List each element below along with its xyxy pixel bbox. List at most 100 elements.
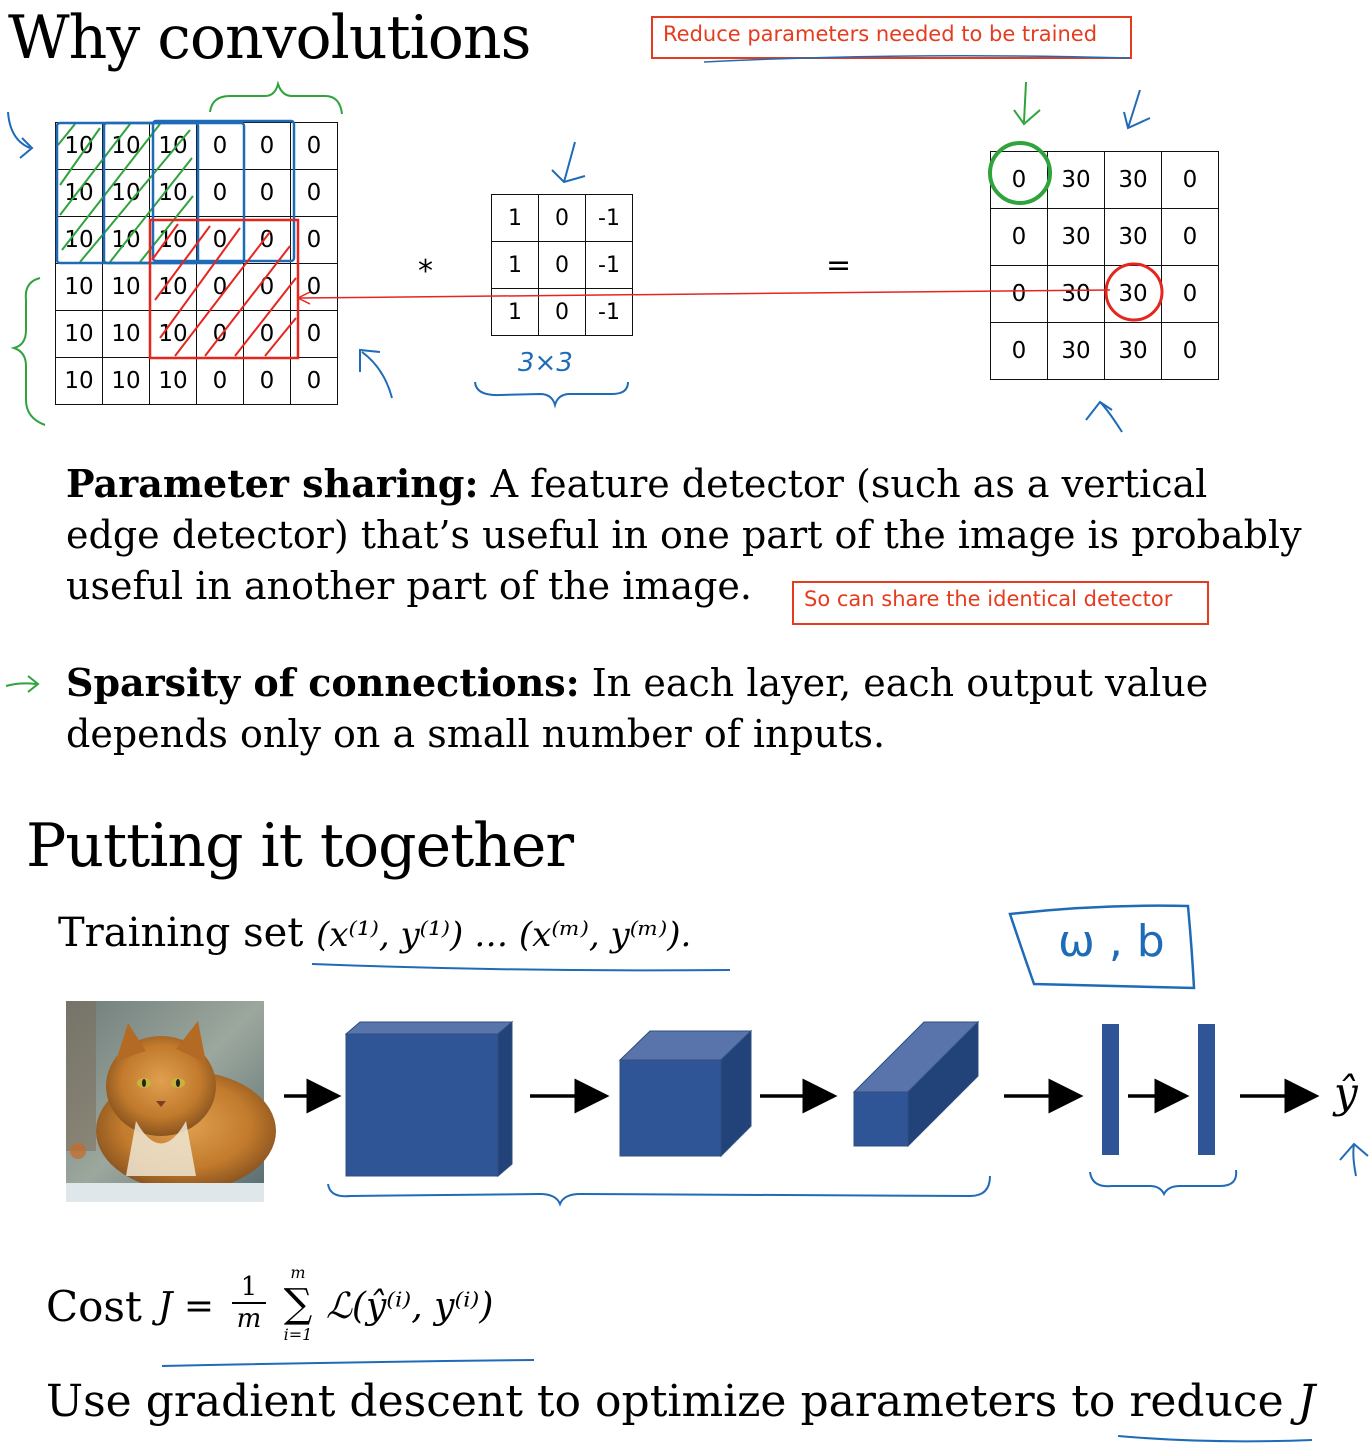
matrix-cell: 10 xyxy=(149,216,197,264)
matrix-cell: 0 xyxy=(196,169,244,217)
conv-volume-1 xyxy=(344,1020,514,1178)
matrix-cell: 0 xyxy=(243,169,291,217)
matrix-cell: 10 xyxy=(55,357,103,405)
annotation-reduce-parameters: Reduce parameters needed to be trained xyxy=(651,16,1132,59)
arrow-icon xyxy=(296,291,311,305)
conv-volume-3 xyxy=(852,1020,980,1148)
matrix-cell: 30 xyxy=(1104,322,1162,380)
arrow-icon xyxy=(1339,1142,1369,1177)
conv-volume-2 xyxy=(618,1029,753,1158)
blue-box-2 xyxy=(102,121,246,265)
sparsity-title: Sparsity of connections: xyxy=(66,660,580,705)
red-box xyxy=(148,218,300,360)
cat-image xyxy=(66,1001,276,1202)
underline-mark xyxy=(1117,1435,1313,1443)
arrow-icon xyxy=(5,675,40,693)
section-title-putting-together: Putting it together xyxy=(26,811,574,881)
matrix-cell: 0 xyxy=(196,310,244,358)
matrix-cell: 0 xyxy=(990,265,1048,323)
cost-lhs: J = xyxy=(158,1286,215,1327)
matrix-cell: 0 xyxy=(1161,208,1219,266)
matrix-cell: 10 xyxy=(149,357,197,405)
param-sharing-text: A feature detector (such as a vertical xyxy=(478,462,1208,506)
matrix-cell: 10 xyxy=(102,357,150,405)
arrow-icon xyxy=(551,141,586,184)
arrow-icon xyxy=(359,348,393,399)
param-sharing-line-1: Parameter sharing: A feature detector (s… xyxy=(66,458,1356,510)
matrix-cell: 0 xyxy=(290,122,338,170)
cost-rhs: ℒ(ŷ⁽ⁱ⁾, y⁽ⁱ⁾) xyxy=(326,1286,494,1327)
arrow-icon xyxy=(1123,89,1151,130)
arrow-icon xyxy=(1013,81,1041,126)
param-sharing-line-2: edge detector) that’s useful in one part… xyxy=(66,513,1302,557)
gradient-descent-var: J xyxy=(1297,1376,1316,1427)
cost-label: Cost xyxy=(46,1282,142,1331)
sum-upper: m xyxy=(290,1263,306,1282)
brace-icon xyxy=(327,1175,991,1207)
red-circle xyxy=(1104,262,1164,322)
training-set-line: Training set (x⁽¹⁾, y⁽¹⁾) … (x⁽ᵐ⁾, y⁽ᵐ⁾)… xyxy=(58,910,691,956)
filter-size-annotation: 3×3 xyxy=(518,348,573,378)
matrix-cell: 30 xyxy=(1047,265,1105,323)
arrow-icon xyxy=(7,111,34,159)
fraction-numerator: 1 xyxy=(232,1272,266,1304)
arrow-icon xyxy=(1085,400,1123,433)
gradient-descent-text: Use gradient descent to optimize paramet… xyxy=(46,1376,1298,1427)
sparsity-line-1: Sparsity of connections: In each layer, … xyxy=(66,657,1356,709)
underline-mark xyxy=(703,55,1131,63)
matrix-cell: 0 xyxy=(196,216,244,264)
matrix-cell: 10 xyxy=(55,263,103,311)
matrix-cell: 30 xyxy=(1047,208,1105,266)
underline-mark xyxy=(161,1359,535,1367)
red-hatching xyxy=(151,223,297,357)
matrix-cell: 1 xyxy=(491,241,539,289)
matrix-cell: -1 xyxy=(585,194,633,242)
params-note: ω , b xyxy=(1058,916,1165,967)
matrix-cell: 1 xyxy=(491,194,539,242)
training-set-label: Training set xyxy=(58,910,317,956)
matrix-cell: 0 xyxy=(290,169,338,217)
param-sharing-line-3: useful in another part of the image. xyxy=(66,564,752,608)
green-circle xyxy=(988,141,1052,205)
fc-layer-1 xyxy=(1102,1024,1119,1155)
matrix-cell: 0 xyxy=(243,357,291,405)
matrix-cell: 30 xyxy=(1047,322,1105,380)
underline-mark xyxy=(311,963,731,972)
matrix-cell: -1 xyxy=(585,241,633,289)
blue-box-3 xyxy=(151,119,296,263)
cost-fraction: 1 m xyxy=(232,1272,266,1334)
sparsity-paragraph: Sparsity of connections: In each layer, … xyxy=(66,657,1356,760)
equals-sign: = xyxy=(826,248,852,283)
green-hatching xyxy=(57,123,194,263)
convolution-operator: * xyxy=(418,254,433,289)
matrix-cell: 0 xyxy=(290,357,338,405)
matrix-cell: 0 xyxy=(1161,322,1219,380)
matrix-cell: 0 xyxy=(990,322,1048,380)
param-sharing-title: Parameter sharing: xyxy=(66,461,479,506)
brace-icon xyxy=(1089,1169,1238,1197)
green-brace-left xyxy=(10,277,46,426)
params-box-icon xyxy=(1008,904,1196,990)
matrix-cell: 0 xyxy=(990,208,1048,266)
matrix-cell: 10 xyxy=(102,310,150,358)
matrix-cell: 0 xyxy=(538,194,586,242)
sparsity-line-2: depends only on a small number of inputs… xyxy=(66,712,886,756)
fraction-denominator: m xyxy=(236,1304,262,1334)
brace-icon xyxy=(474,381,629,409)
matrix-cell: 30 xyxy=(1104,151,1162,209)
training-set-expression: (x⁽¹⁾, y⁽¹⁾) … (x⁽ᵐ⁾, y⁽ᵐ⁾). xyxy=(316,915,692,955)
fc-layer-2 xyxy=(1198,1024,1215,1155)
sparsity-text: In each layer, each output value xyxy=(579,661,1209,705)
matrix-cell: 10 xyxy=(102,169,150,217)
sum-symbol: ∑ xyxy=(283,1281,313,1327)
